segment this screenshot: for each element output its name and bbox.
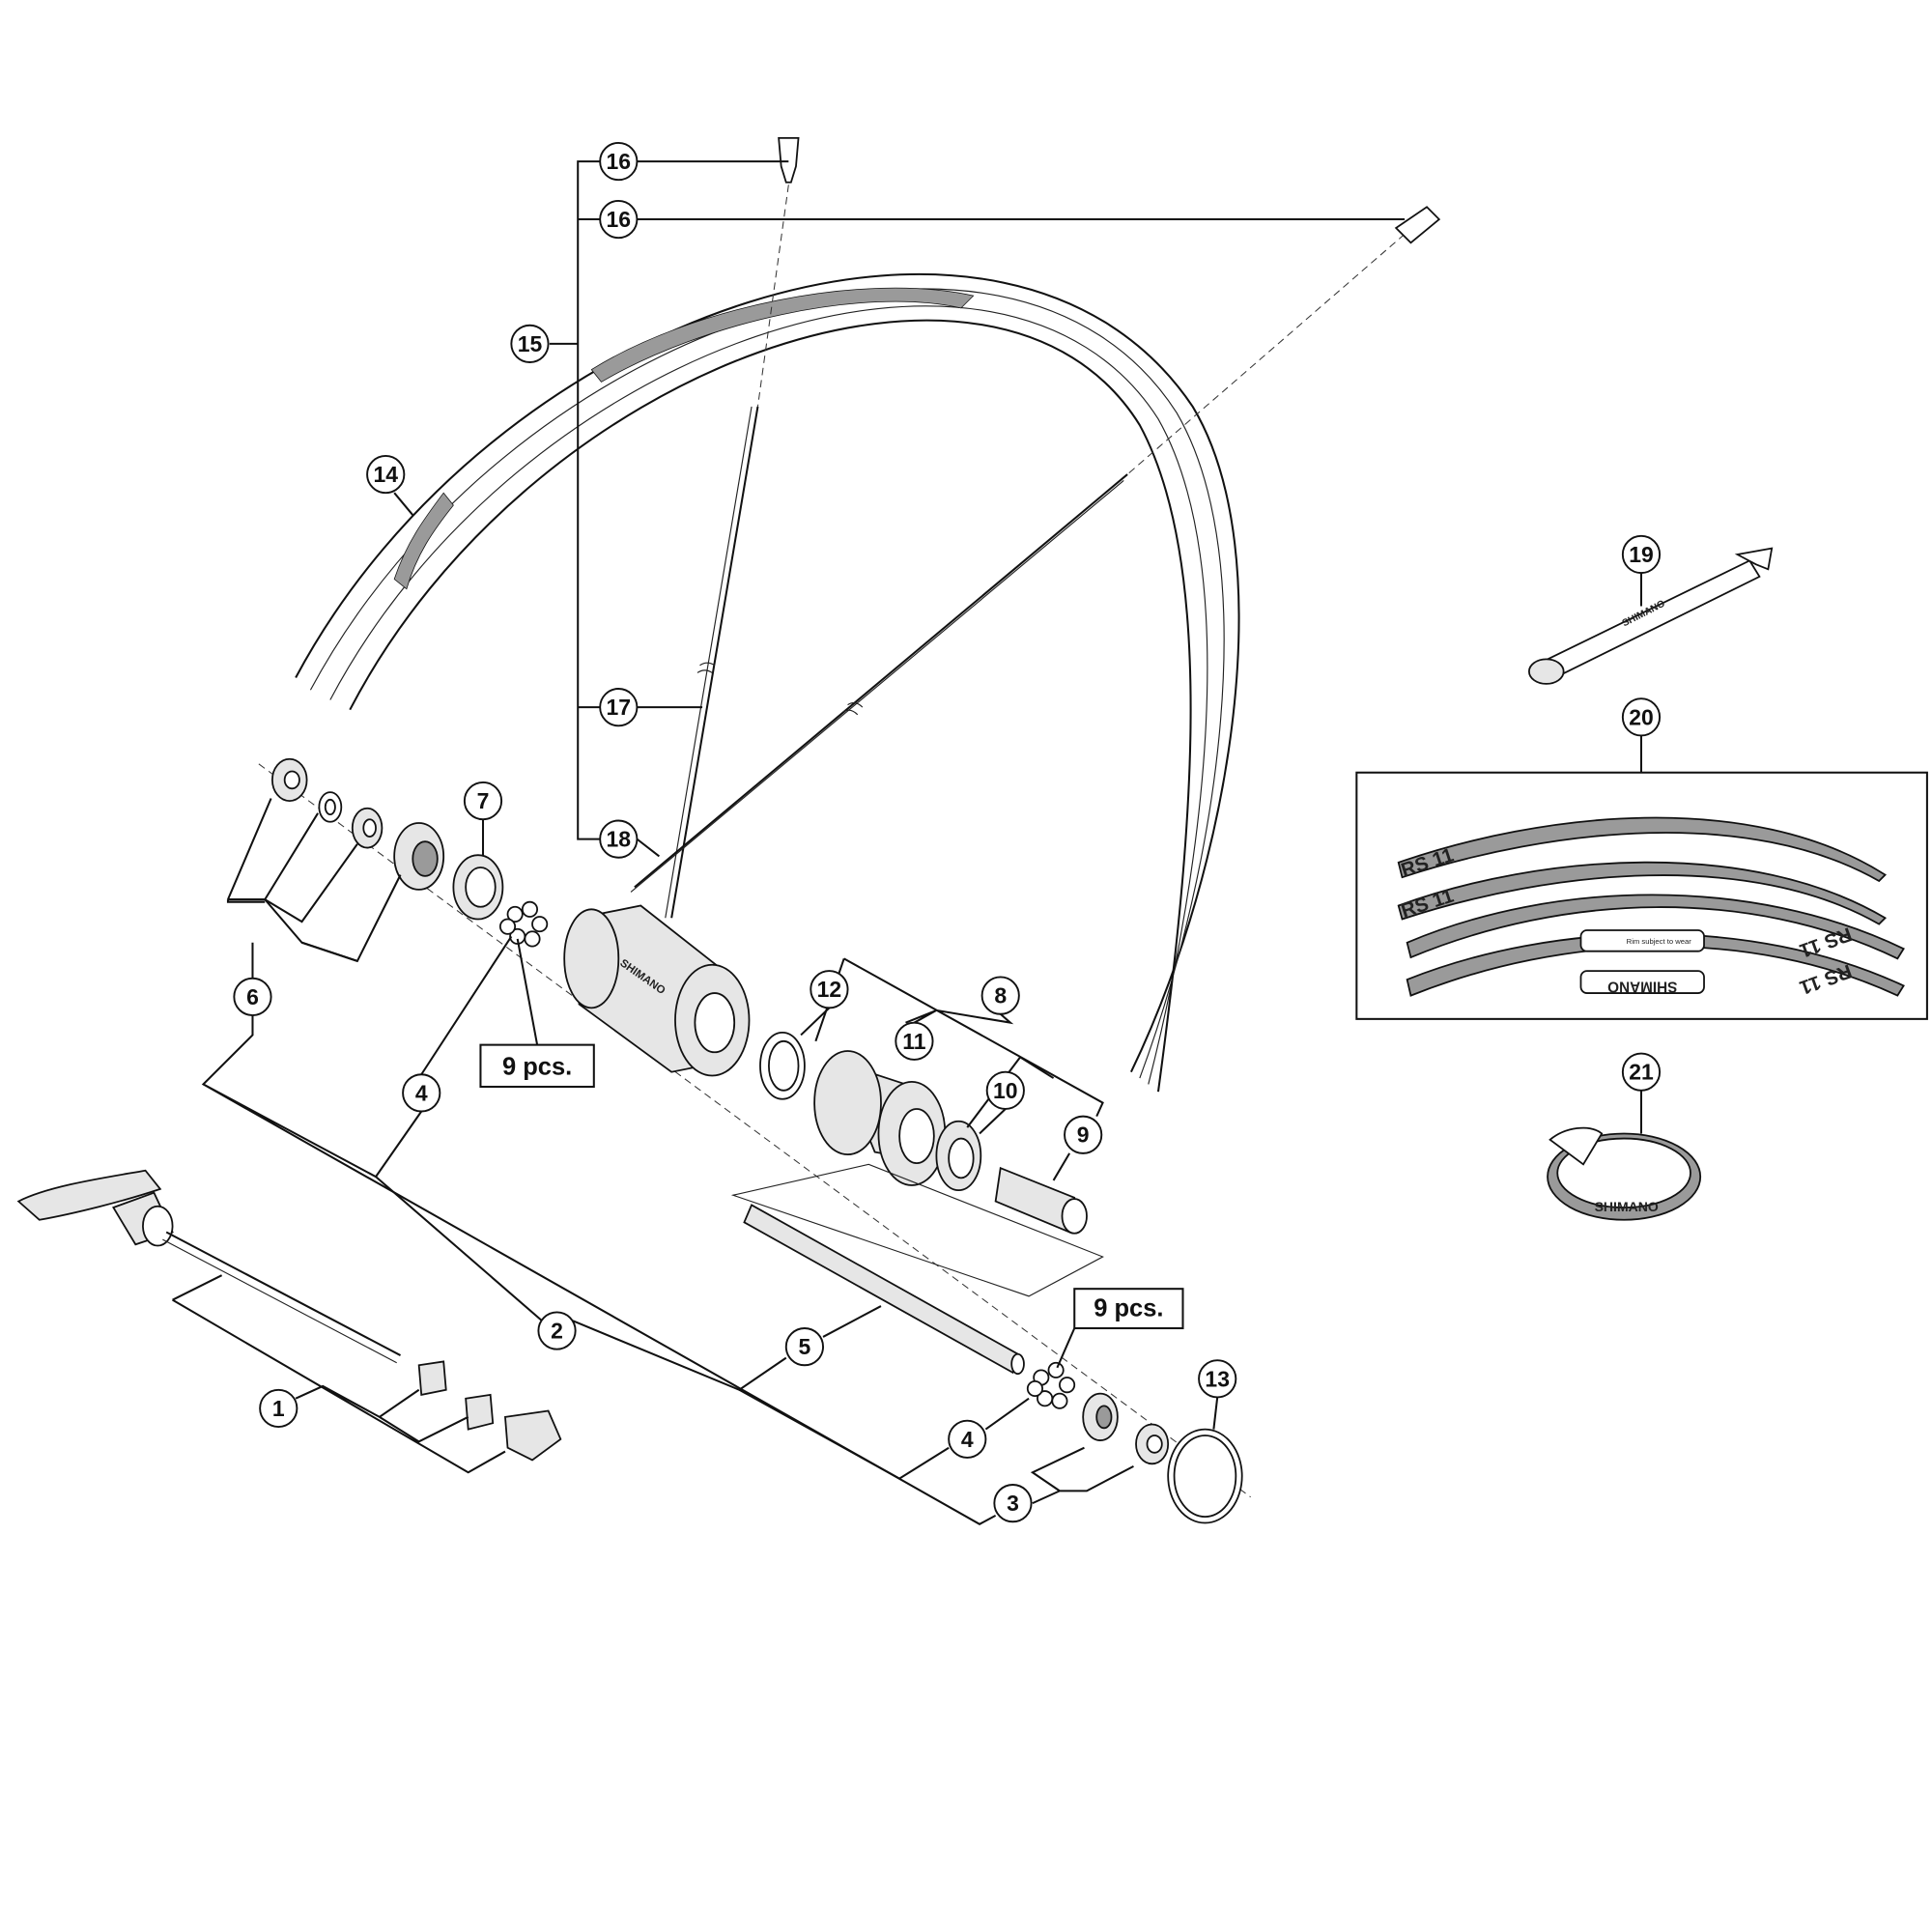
svg-text:8: 8 <box>994 983 1007 1009</box>
freehub-parts <box>759 1031 1088 1235</box>
decal-model-1: RS 11 <box>1399 844 1457 881</box>
quick-release <box>16 1169 562 1462</box>
callout-1: 1 <box>259 1388 298 1428</box>
svg-text:6: 6 <box>246 984 259 1009</box>
callout-4-right: 4 <box>948 1419 987 1459</box>
svg-text:18: 18 <box>607 827 632 852</box>
svg-text:16: 16 <box>607 207 632 232</box>
tape-brand-label: SHIMANO <box>1595 1199 1659 1214</box>
callout-20: 20 <box>1621 697 1662 737</box>
callout-16-top: 16 <box>599 142 639 182</box>
svg-text:17: 17 <box>607 695 632 720</box>
svg-text:4: 4 <box>415 1080 428 1105</box>
callout-4-left: 4 <box>402 1073 441 1113</box>
right-bearing-parts <box>1026 1361 1243 1524</box>
svg-text:3: 3 <box>1007 1491 1019 1516</box>
rim <box>295 273 1240 1093</box>
svg-text:1: 1 <box>272 1396 285 1421</box>
callout-18: 18 <box>599 819 639 859</box>
rim-tape: SHIMANO <box>1547 1126 1702 1221</box>
left-bearing-parts <box>270 757 504 921</box>
spoke-nipples <box>778 136 1441 244</box>
svg-text:15: 15 <box>518 331 543 356</box>
axle <box>730 1163 1104 1376</box>
svg-text:16: 16 <box>607 149 632 174</box>
callouts: 1 2 3 4 4 5 6 7 8 9 10 11 12 13 14 15 16… <box>233 142 1662 1523</box>
callout-21: 21 <box>1621 1052 1662 1092</box>
svg-text:5: 5 <box>799 1334 811 1359</box>
callout-5: 5 <box>784 1327 824 1367</box>
callout-16-second: 16 <box>599 199 639 240</box>
svg-text:11: 11 <box>902 1029 925 1054</box>
callout-19: 19 <box>1621 534 1662 575</box>
callout-9: 9 <box>1064 1115 1103 1154</box>
quantity-note-right: 9 pcs. <box>1073 1288 1184 1330</box>
sticker-brand: SHIMANO <box>1607 979 1677 995</box>
svg-text:19: 19 <box>1629 542 1654 567</box>
callout-11: 11 <box>895 1021 934 1061</box>
svg-text:13: 13 <box>1205 1366 1230 1391</box>
callout-13: 13 <box>1198 1359 1237 1399</box>
axle-center-line <box>258 763 1251 1498</box>
svg-text:9 pcs.: 9 pcs. <box>1094 1295 1163 1322</box>
svg-text:20: 20 <box>1629 704 1654 729</box>
spoke-wrench: SHIMANO <box>1528 547 1774 685</box>
spokes <box>630 185 1406 919</box>
callout-12: 12 <box>810 970 849 1009</box>
svg-text:9 pcs.: 9 pcs. <box>502 1054 572 1081</box>
callout-10: 10 <box>985 1070 1025 1110</box>
callout-2: 2 <box>537 1311 577 1350</box>
quantity-note-left: 9 pcs. <box>479 1043 595 1089</box>
svg-text:4: 4 <box>961 1427 974 1452</box>
svg-text:14: 14 <box>373 462 398 487</box>
decal-model-2: RS 11 <box>1399 886 1457 923</box>
svg-text:12: 12 <box>817 977 842 1002</box>
callout-7: 7 <box>463 781 503 821</box>
bearing-balls-left <box>498 900 549 948</box>
svg-text:9: 9 <box>1077 1122 1090 1148</box>
callout-3: 3 <box>993 1484 1033 1523</box>
callout-14: 14 <box>366 454 406 495</box>
svg-text:7: 7 <box>477 788 490 813</box>
hub-body: SHIMANO <box>563 904 751 1077</box>
callout-15: 15 <box>510 324 550 363</box>
decal-set: RS 11 RS 11 RS 11 RS 11 Rim subject to w… <box>1355 771 1928 1020</box>
callout-17: 17 <box>599 688 639 727</box>
svg-text:10: 10 <box>993 1078 1018 1103</box>
svg-text:21: 21 <box>1629 1060 1654 1085</box>
sticker-warning-text: Rim subject to wear <box>1627 937 1692 946</box>
callout-6: 6 <box>233 977 272 1016</box>
leader-lines <box>172 160 1642 1525</box>
callout-8: 8 <box>980 976 1020 1015</box>
svg-text:2: 2 <box>551 1319 563 1344</box>
